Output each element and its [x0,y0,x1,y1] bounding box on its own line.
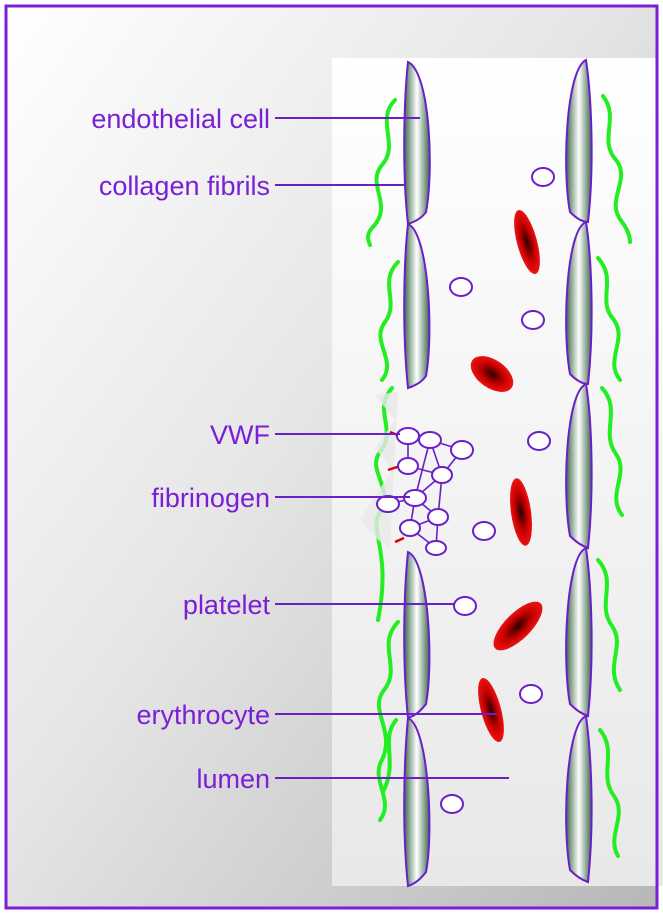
platelet [377,496,399,512]
platelet [428,509,448,525]
platelet [520,685,542,703]
platelet [432,467,452,483]
platelet [451,441,473,459]
label-lumen: lumen [196,764,270,794]
platelet [450,278,472,296]
label-collagen-fibrils: collagen fibrils [99,171,270,201]
platelet [473,522,495,540]
endothelial-cells-right [566,60,591,882]
platelet [528,432,550,450]
platelet [400,520,420,536]
platelet [454,597,476,615]
platelet [398,458,418,474]
label-vwf: VWF [210,420,270,450]
label-fibrinogen: fibrinogen [151,483,270,513]
label-platelet: platelet [183,590,271,620]
platelet [532,168,554,186]
platelet [419,432,441,448]
platelet [397,428,419,444]
platelet [441,795,463,813]
platelet [426,541,446,555]
label-endothelial-cell: endothelial cell [91,104,270,134]
label-erythrocyte: erythrocyte [136,700,270,730]
platelet [522,311,544,329]
